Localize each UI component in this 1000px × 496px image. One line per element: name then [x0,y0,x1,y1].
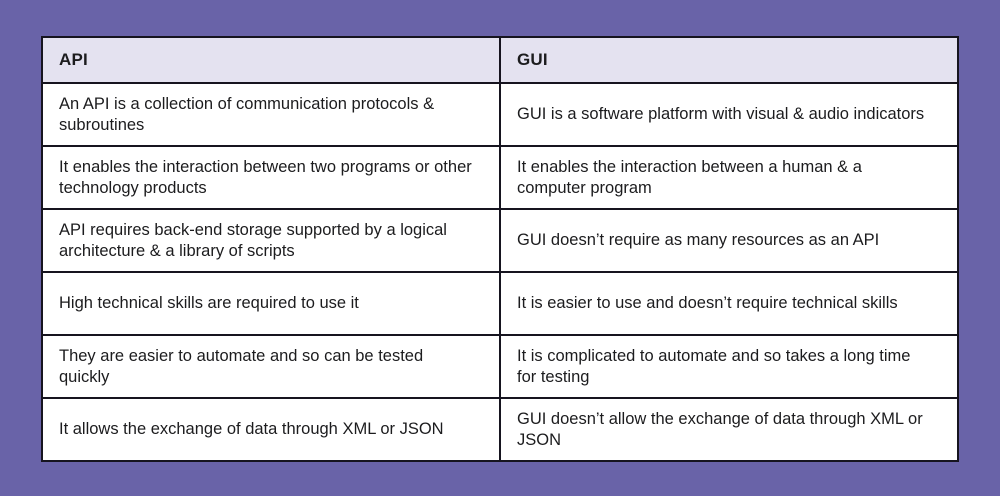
api-cell: High technical skills are required to us… [41,271,501,336]
table-row: It allows the exchange of data through X… [41,397,959,462]
column-header-gui: GUI [499,36,959,84]
gui-cell: It is easier to use and doesn’t require … [499,271,959,336]
api-cell: They are easier to automate and so can b… [41,334,501,399]
gui-cell: GUI doesn’t require as many resources as… [499,208,959,273]
table-row: It enables the interaction between two p… [41,145,959,210]
gui-cell: GUI doesn’t allow the exchange of data t… [499,397,959,462]
api-vs-gui-comparison-table: API GUI An API is a collection of commun… [41,36,959,462]
api-cell: An API is a collection of communication … [41,82,501,147]
gui-cell: It is complicated to automate and so tak… [499,334,959,399]
table-row: An API is a collection of communication … [41,82,959,147]
header-row: API GUI [41,36,959,84]
api-cell: It allows the exchange of data through X… [41,397,501,462]
gui-cell: GUI is a software platform with visual &… [499,82,959,147]
table-body: An API is a collection of communication … [41,82,959,462]
table-row: High technical skills are required to us… [41,271,959,336]
gui-cell: It enables the interaction between a hum… [499,145,959,210]
table-row: They are easier to automate and so can b… [41,334,959,399]
api-cell: It enables the interaction between two p… [41,145,501,210]
column-header-api: API [41,36,501,84]
table-row: API requires back-end storage supported … [41,208,959,273]
table-header: API GUI [41,36,959,84]
api-cell: API requires back-end storage supported … [41,208,501,273]
